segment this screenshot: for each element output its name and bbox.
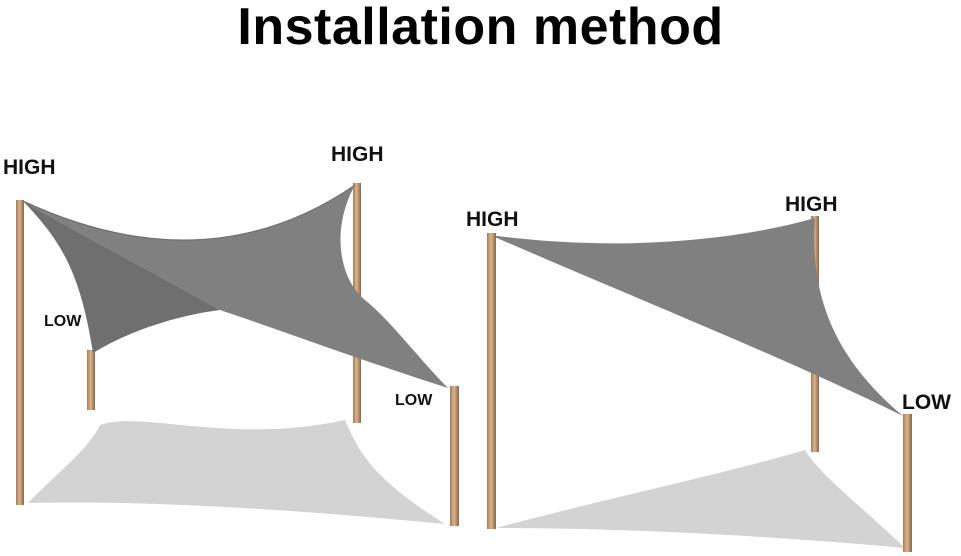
sail-shadow <box>28 420 445 524</box>
label-low-front-right: LOW <box>395 392 433 409</box>
sail-three-point <box>490 218 903 416</box>
sail-shadow <box>496 450 905 548</box>
page-title: Installation method <box>237 0 724 56</box>
sail-underside <box>23 201 220 353</box>
sail-edge <box>22 184 356 241</box>
pole-back-left <box>87 350 95 410</box>
pole-left <box>487 233 496 529</box>
pole-front-right <box>450 386 459 526</box>
diagram-three-point: HIGH HIGH LOW <box>466 193 951 552</box>
label-high-front-left: HIGH <box>3 156 56 179</box>
label-low-right: LOW <box>902 391 951 414</box>
pole-front-left <box>16 200 24 505</box>
label-high-back-right: HIGH <box>331 143 384 166</box>
pole-right <box>903 414 912 552</box>
label-low-back-left: LOW <box>44 313 82 330</box>
label-high-left: HIGH <box>466 208 519 231</box>
label-high-back: HIGH <box>785 193 838 216</box>
diagram-four-point: HIGH HIGH LOW LOW <box>3 143 459 526</box>
